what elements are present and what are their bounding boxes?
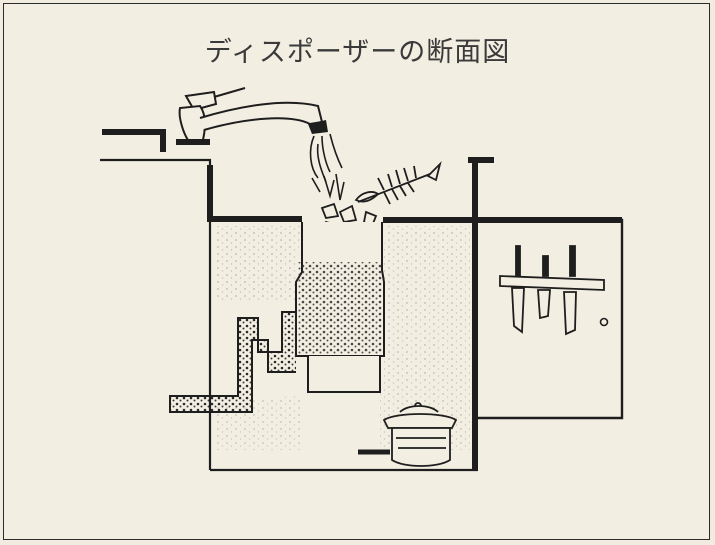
drain-pipe <box>169 311 296 413</box>
diagram-title: ディスポーザーの断面図 <box>204 37 511 68</box>
pot-icon <box>358 402 458 467</box>
counter-left <box>100 129 213 222</box>
knife-rack-icon <box>499 245 605 336</box>
cabinet-interior <box>216 226 470 450</box>
disposer-unit <box>295 222 385 393</box>
cabinet-body <box>208 220 478 472</box>
fish-bone-icon <box>354 161 442 205</box>
door-knob-icon <box>599 317 609 327</box>
water-stream <box>309 133 345 201</box>
faucet-icon <box>176 87 328 145</box>
cabinet-door <box>468 157 624 470</box>
